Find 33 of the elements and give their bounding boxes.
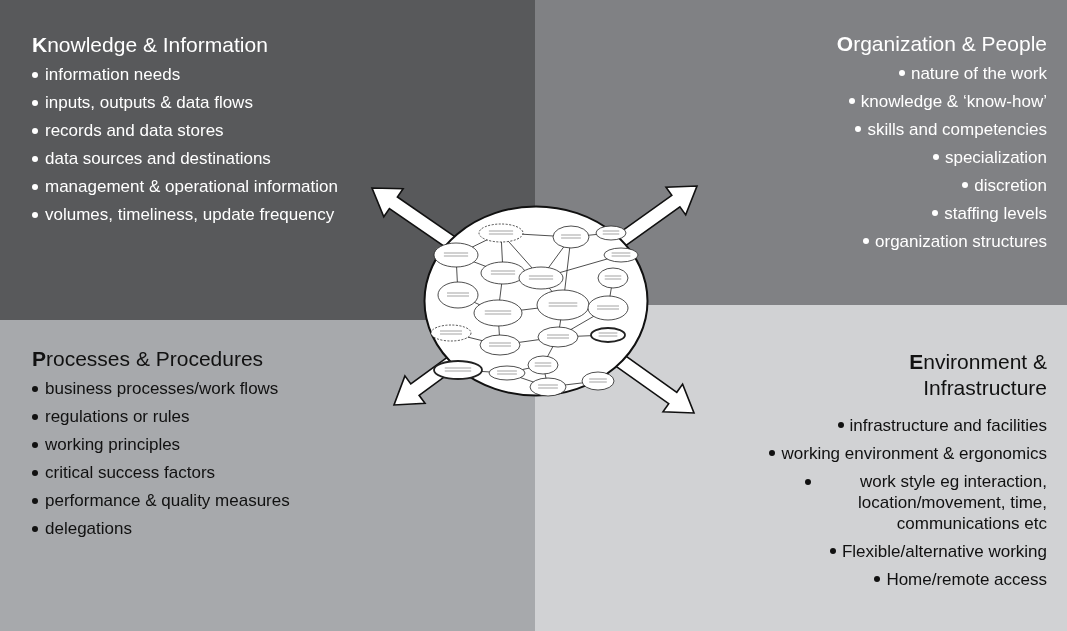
bullet-text: knowledge & ‘know-how’: [860, 92, 1047, 111]
bullet-text: business processes/work flows: [45, 379, 279, 398]
quadrant-panel: [0, 0, 535, 320]
bullet-text: regulations or rules: [45, 407, 190, 426]
bullet-text: specialization: [944, 148, 1047, 167]
bullet-text: working principles: [45, 435, 181, 454]
bullet-text: information needs: [45, 65, 181, 84]
bullet-text: working environment & ergonomics: [781, 444, 1047, 463]
bullet-text: performance & quality measures: [45, 491, 290, 510]
quadrant-panel: [535, 0, 1067, 305]
bullet-text: records and data stores: [45, 121, 224, 140]
bullet-text: inputs, outputs & data flows: [45, 93, 253, 112]
quadrant-heading: Environment & Infrastructure: [908, 349, 1047, 401]
bullet-text: Flexible/alternative working: [841, 542, 1047, 561]
bullet-text: infrastructure and facilities: [849, 416, 1047, 435]
bullet-text: Home/remote access: [886, 570, 1047, 589]
bullet-text: critical success factors: [45, 463, 216, 482]
quadrant-panel: [535, 305, 1067, 631]
bullet-text: staffing levels: [944, 204, 1047, 223]
bullet-text: management & operational information: [45, 177, 338, 196]
quadrant-heading: Knowledge & Information: [32, 32, 269, 58]
bullet-text: discretion: [974, 176, 1047, 195]
quadrant-heading: Processes & Procedures: [32, 346, 265, 372]
quadrant-heading: Organization & People: [835, 31, 1047, 57]
bullet-text: organization structures: [875, 232, 1047, 251]
bullet-text: nature of the work: [910, 64, 1047, 83]
bullet-text: delegations: [45, 519, 132, 538]
bullet-text: skills and competencies: [867, 120, 1047, 139]
process-map-drawing: [423, 205, 649, 397]
bullet-text: work style eg interaction, location/movement, time, communications etc: [857, 471, 1047, 534]
quadrant-panel: [0, 320, 535, 631]
bullet-text: data sources and destinations: [45, 149, 271, 168]
bullet-text: volumes, timeliness, update frequency: [45, 205, 335, 224]
